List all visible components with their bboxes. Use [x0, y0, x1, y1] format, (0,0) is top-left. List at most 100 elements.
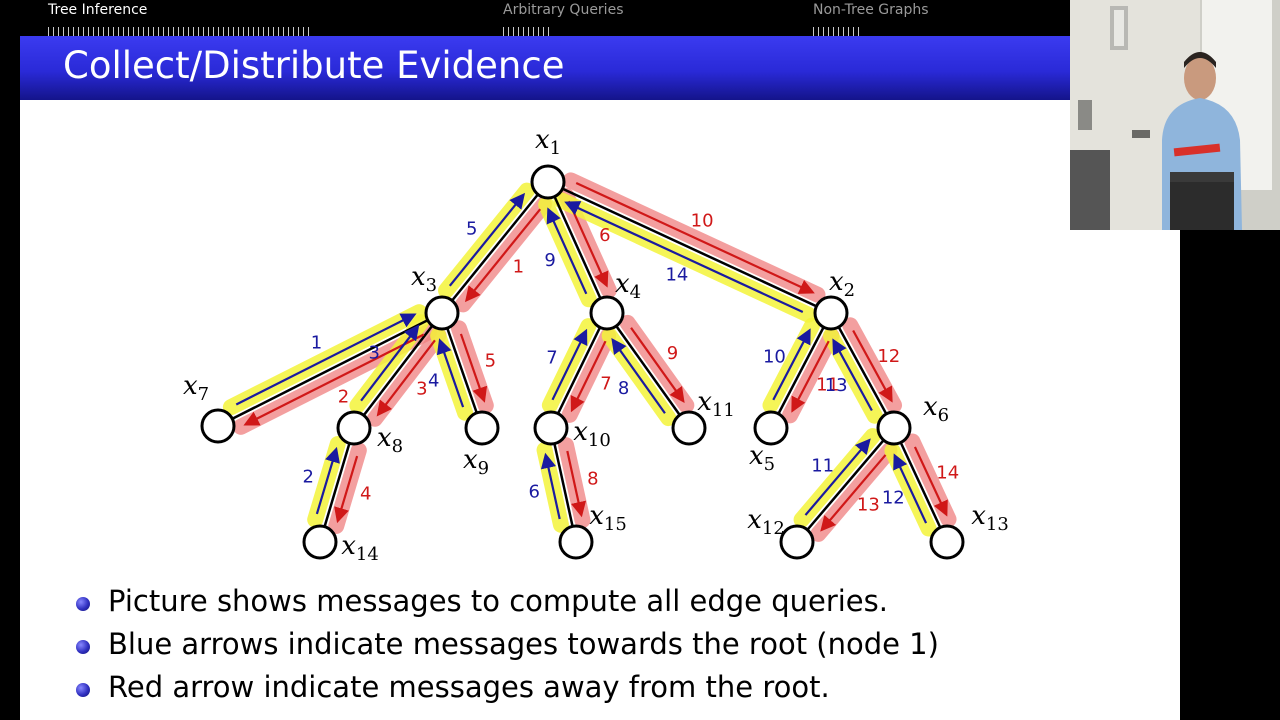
upward-message-arrow [540, 452, 561, 520]
slide-title: Collect/Distribute Evidence [63, 44, 565, 87]
downward-message-number: 4 [360, 484, 371, 505]
node-label: x1 [535, 125, 561, 159]
downward-message-number: 13 [857, 494, 880, 515]
tree-node [876, 410, 912, 446]
title-bar: Collect/Distribute Evidence [20, 36, 1070, 106]
downward-message-arrow [459, 333, 488, 403]
tree-node [424, 295, 460, 331]
tree-node [336, 410, 372, 446]
downward-message-number: 3 [416, 379, 427, 400]
tree-edge [318, 427, 356, 543]
upward-message-arrow [832, 338, 873, 412]
downward-message-number: 11 [816, 374, 839, 395]
tree-edge [441, 181, 549, 314]
downward-message-arrow [791, 340, 830, 413]
downward-message-arrow [575, 181, 815, 294]
tree-node [779, 524, 815, 560]
tree-edge [547, 180, 832, 315]
node-label: x2 [829, 267, 855, 301]
downward-message-arrow [334, 455, 359, 524]
presenter-video [1070, 0, 1280, 230]
upward-message-number: 11 [811, 456, 834, 477]
arrow-layer [235, 181, 948, 532]
tree-node [530, 164, 566, 200]
upward-message-number: 8 [618, 378, 629, 399]
bullet-dot-icon [76, 683, 90, 697]
upward-message-arrow [564, 201, 804, 314]
upward-message-number: 1 [311, 333, 322, 354]
tree-node [671, 410, 707, 446]
edge-layer [217, 180, 949, 543]
nav-progress-dots-2 [503, 22, 553, 37]
upward-message-number: 10 [763, 347, 786, 368]
node-layer [200, 164, 965, 560]
nav-tree-inference[interactable]: Tree Inference [48, 2, 148, 18]
downward-message-arrow [913, 446, 948, 517]
node-label: x7 [183, 371, 209, 405]
upward-message-arrow [551, 328, 588, 401]
tree-edge [549, 312, 609, 429]
tree-node [464, 410, 500, 446]
bullet-text: Red arrow indicate messages away from th… [108, 670, 830, 704]
downward-message-arrow [630, 327, 685, 403]
node-label: x5 [749, 441, 775, 475]
downward-message-number: 7 [600, 374, 611, 395]
downward-message-number: 9 [667, 343, 678, 364]
upward-message-number: 2 [303, 466, 314, 487]
upward-message-number: 3 [368, 342, 379, 363]
downward-message-number: 10 [691, 210, 714, 231]
node-label: x8 [377, 423, 403, 457]
section-navigation: Tree Inference Arbitrary Queries Non-Tre… [20, 0, 1070, 37]
node-label: x9 [463, 445, 489, 479]
upward-message-arrow [546, 207, 588, 295]
upward-message-arrow [893, 453, 928, 524]
tree-edge [353, 312, 443, 429]
upward-message-arrow [315, 446, 340, 515]
bullet-dot-icon [76, 640, 90, 654]
downward-message-number: 12 [877, 346, 900, 367]
downward-message-number: 1 [513, 256, 524, 277]
tree-edge [796, 427, 895, 543]
tree-edge [549, 427, 578, 543]
nav-progress-dots-3 [813, 22, 863, 37]
downward-message-arrow [852, 329, 893, 403]
upward-message-arrow [772, 328, 811, 401]
tree-edge [546, 181, 609, 314]
upward-message-arrow [611, 338, 666, 414]
upward-message-number: 5 [466, 219, 477, 240]
nav-arbitrary-queries[interactable]: Arbitrary Queries [503, 2, 624, 18]
upward-message-number: 13 [825, 375, 848, 396]
node-label: x6 [923, 392, 949, 426]
upward-message-number: 7 [546, 347, 557, 368]
upward-message-arrow [436, 338, 465, 408]
presenter-image [1070, 0, 1280, 230]
bullet-dot-icon [76, 597, 90, 611]
upward-message-arrow [360, 324, 420, 402]
upward-message-number: 4 [428, 370, 439, 391]
downward-message-arrow [567, 200, 609, 288]
tree-node [753, 410, 789, 446]
tree-node [533, 410, 569, 446]
nav-progress-dots-1 [48, 22, 313, 37]
node-label: x15 [589, 501, 627, 535]
nav-non-tree-graphs[interactable]: Non-Tree Graphs [813, 2, 929, 18]
downward-message-arrow [566, 450, 587, 518]
node-label: x11 [697, 387, 735, 421]
downward-message-number: 2 [338, 386, 349, 407]
upward-message-number: 9 [544, 250, 555, 271]
downward-message-number: 5 [485, 351, 496, 372]
tree-node [200, 408, 236, 444]
tree-node [589, 295, 625, 331]
upward-message-number: 12 [882, 488, 905, 509]
downward-message-arrow [570, 340, 607, 413]
downward-message-number: 14 [936, 462, 959, 483]
downward-message-arrow [464, 208, 542, 303]
tree-edge [769, 312, 833, 429]
tree-node [558, 524, 594, 560]
downward-message-number: 6 [599, 225, 610, 246]
node-label: x4 [615, 269, 641, 303]
tree-node [813, 295, 849, 331]
tree-edge [440, 312, 484, 429]
